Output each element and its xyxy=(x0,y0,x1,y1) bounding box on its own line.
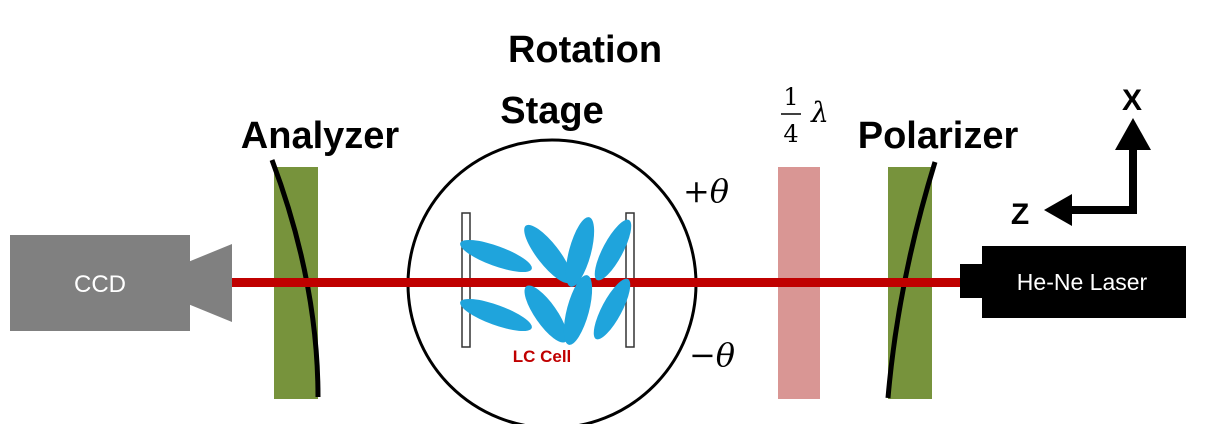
polarizer-label: Polarizer xyxy=(858,115,1019,157)
stage-label: Stage xyxy=(500,90,603,132)
wave-numerator: 1 xyxy=(783,83,798,111)
xz-axes-arrows-icon: X Z xyxy=(1011,84,1151,231)
wave-denominator: 4 xyxy=(783,120,798,148)
x-arrow-head xyxy=(1115,118,1151,150)
axis-x-label: X xyxy=(1122,84,1142,117)
he-ne-laser: He-Ne Laser xyxy=(960,246,1186,318)
lc-molecules xyxy=(460,217,632,345)
rotation-label: Rotation xyxy=(508,29,662,71)
lc-molecule xyxy=(565,217,595,287)
lc-molecule xyxy=(524,224,572,284)
lc-molecule xyxy=(460,239,532,273)
lc-molecule xyxy=(563,275,593,345)
lc-molecule xyxy=(524,285,568,343)
lc-molecule xyxy=(460,298,532,332)
analyzer-label: Analyzer xyxy=(241,115,400,157)
ccd-lens xyxy=(188,244,232,322)
wave-lambda: λ xyxy=(810,96,829,129)
laser-body xyxy=(982,246,1186,318)
ccd-label: CCD xyxy=(74,271,126,298)
ccd-body xyxy=(10,235,190,331)
axis-z-label: Z xyxy=(1011,198,1029,231)
lc-molecule xyxy=(593,278,631,340)
laser-nozzle xyxy=(960,264,984,298)
laser-beam xyxy=(232,278,960,287)
laser-label: He-Ne Laser xyxy=(1017,269,1148,295)
plus-theta-label: +θ xyxy=(683,172,729,210)
minus-theta-label: −θ xyxy=(689,336,735,374)
ccd-camera: CCD xyxy=(10,235,232,331)
quarter-wave-label: 1 4 λ xyxy=(781,83,829,148)
z-arrow-head xyxy=(1044,194,1072,226)
lc-molecule xyxy=(594,219,632,281)
lc-cell-label: LC Cell xyxy=(513,347,572,366)
